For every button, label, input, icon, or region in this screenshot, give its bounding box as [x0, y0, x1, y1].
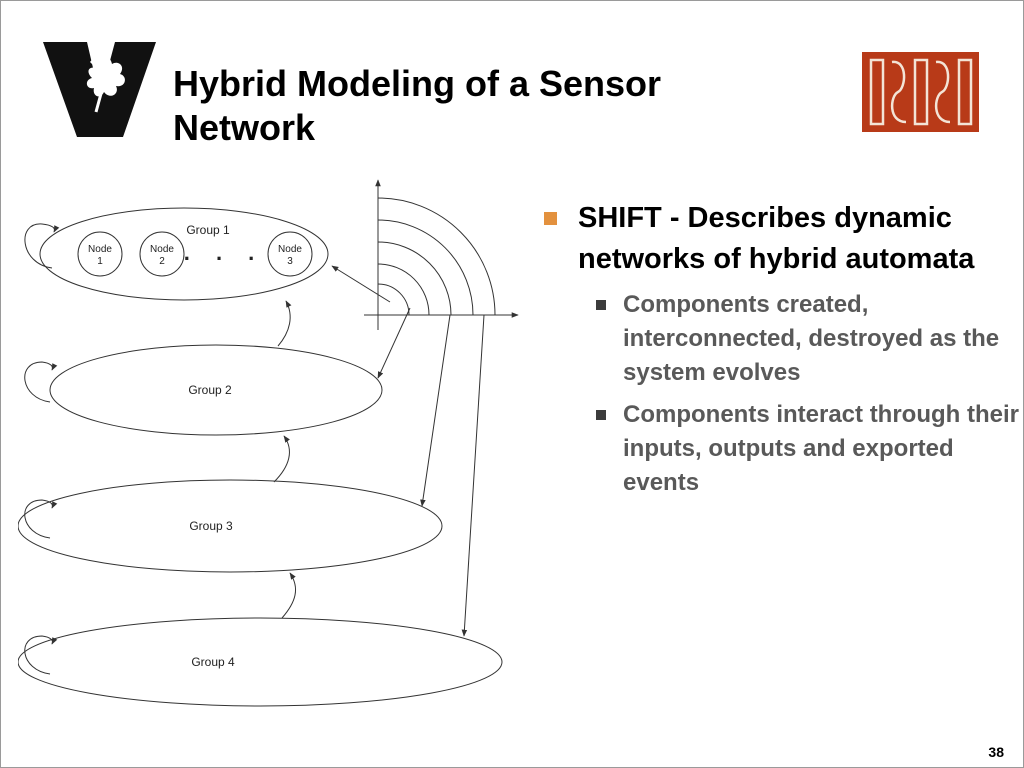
arc-1 — [377, 283, 410, 316]
arrow-to-group-4 — [461, 314, 485, 637]
group-3-self-loop — [24, 499, 58, 539]
node-3-label-line2: 3 — [287, 256, 293, 267]
hybrid-network-diagram: Group 1 Group 2 Group 3 Group 4 Node 1 N… — [18, 179, 519, 707]
sub-bullet: Components created, interconnected, dest… — [540, 288, 1020, 390]
group-2-ellipse — [49, 344, 383, 436]
sub-bullet-text: Components created, interconnected, dest… — [623, 291, 1000, 386]
group-3-ellipse — [18, 479, 443, 573]
arc-4 — [377, 219, 474, 316]
arrow-to-group-3 — [420, 314, 451, 507]
bullet-main: SHIFT - Describes dynamic networks of hy… — [540, 198, 1020, 280]
group-1-self-loop — [24, 223, 60, 269]
transition-g4-g3 — [281, 572, 297, 619]
bullet-marker — [544, 212, 557, 225]
sub-bullet: Components interact through their inputs… — [540, 398, 1020, 500]
sub-bullet-list: Components created, interconnected, dest… — [540, 288, 1020, 500]
arc-5 — [377, 197, 496, 316]
node-1-label-line1: Node — [88, 244, 112, 255]
transition-g2-g1 — [277, 300, 292, 347]
transition-g3-g2 — [273, 435, 290, 483]
arrow-to-group-2 — [377, 307, 411, 379]
sub-bullet-marker — [596, 300, 606, 310]
node-2-label-line1: Node — [150, 244, 174, 255]
bullet-list: SHIFT - Describes dynamic networks of hy… — [540, 198, 1020, 508]
arc-2 — [377, 263, 430, 316]
node-3-circle — [267, 231, 313, 277]
node-2-label-line2: 2 — [159, 256, 165, 267]
group-4-self-loop — [24, 635, 58, 675]
bullet-main-text: SHIFT - Describes dynamic networks of hy… — [578, 202, 975, 275]
isis-logo — [862, 52, 979, 132]
group-1-label: Group 1 — [186, 223, 230, 237]
sub-bullet-text: Components interact through their inputs… — [623, 401, 1019, 496]
node-1-label-line2: 1 — [97, 256, 103, 267]
arc-3 — [377, 241, 452, 316]
node-3-label-line1: Node — [278, 244, 302, 255]
node-1-circle — [77, 231, 123, 277]
node-2-circle — [139, 231, 185, 277]
page-number: 38 — [988, 744, 1004, 760]
group-3-label: Group 3 — [189, 519, 233, 533]
group-4-label: Group 4 — [191, 655, 235, 669]
group-2-label: Group 2 — [188, 383, 232, 397]
slide-title: Hybrid Modeling of a Sensor Network — [173, 63, 662, 148]
vanderbilt-logo — [43, 42, 156, 137]
sub-bullet-marker — [596, 410, 606, 420]
group-4-ellipse — [18, 617, 503, 707]
arrow-to-group-1 — [331, 265, 391, 303]
node-ellipsis: . . . — [184, 240, 265, 265]
group-2-self-loop — [24, 361, 58, 403]
